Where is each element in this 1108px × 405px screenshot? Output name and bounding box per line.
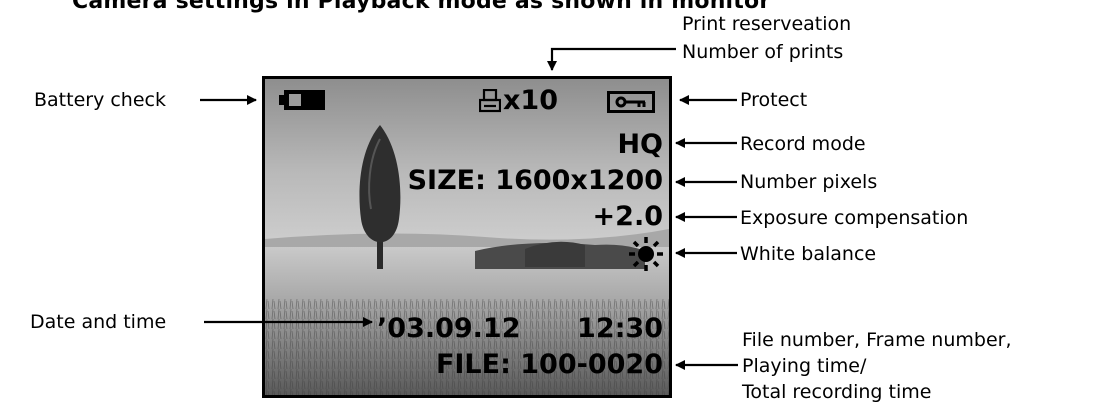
battery-icon bbox=[277, 89, 327, 111]
label-file-number-line2: Playing time/ bbox=[742, 355, 867, 377]
label-exposure-compensation: Exposure compensation bbox=[740, 207, 969, 229]
label-number-of-prints: Number of prints bbox=[682, 41, 844, 63]
label-print-reservation: Print reserveation bbox=[682, 13, 852, 35]
label-number-pixels: Number pixels bbox=[740, 171, 878, 193]
exposure-indicator: +2.0 bbox=[592, 201, 663, 232]
print-count: x10 bbox=[503, 85, 558, 116]
record-mode-indicator: HQ bbox=[617, 129, 663, 160]
label-white-balance: White balance bbox=[740, 243, 877, 265]
size-indicator: SIZE: 1600x1200 bbox=[407, 165, 663, 196]
sun-icon bbox=[629, 237, 663, 271]
label-file-number-line3: Total recording time bbox=[742, 381, 932, 403]
date-indicator: ’03.09.12 bbox=[377, 313, 521, 344]
label-file-number-line1: File number, Frame number, bbox=[742, 329, 1012, 351]
time-indicator: 12:30 bbox=[577, 313, 663, 344]
monitor-screen: x10 HQ SIZE: 1600x1200 +2.0 ’03.09.1 bbox=[262, 76, 672, 398]
printer-icon bbox=[478, 88, 502, 113]
file-indicator: FILE: 100-0020 bbox=[435, 349, 663, 380]
key-icon bbox=[607, 91, 655, 113]
label-protect: Protect bbox=[740, 89, 808, 111]
arrow-print bbox=[547, 47, 676, 71]
page-title: Camera settings in Playback mode as show… bbox=[72, 0, 771, 14]
landscape-photo bbox=[265, 79, 669, 395]
label-record-mode: Record mode bbox=[740, 133, 866, 155]
label-date-and-time: Date and time bbox=[30, 311, 167, 333]
label-battery-check: Battery check bbox=[34, 89, 166, 111]
